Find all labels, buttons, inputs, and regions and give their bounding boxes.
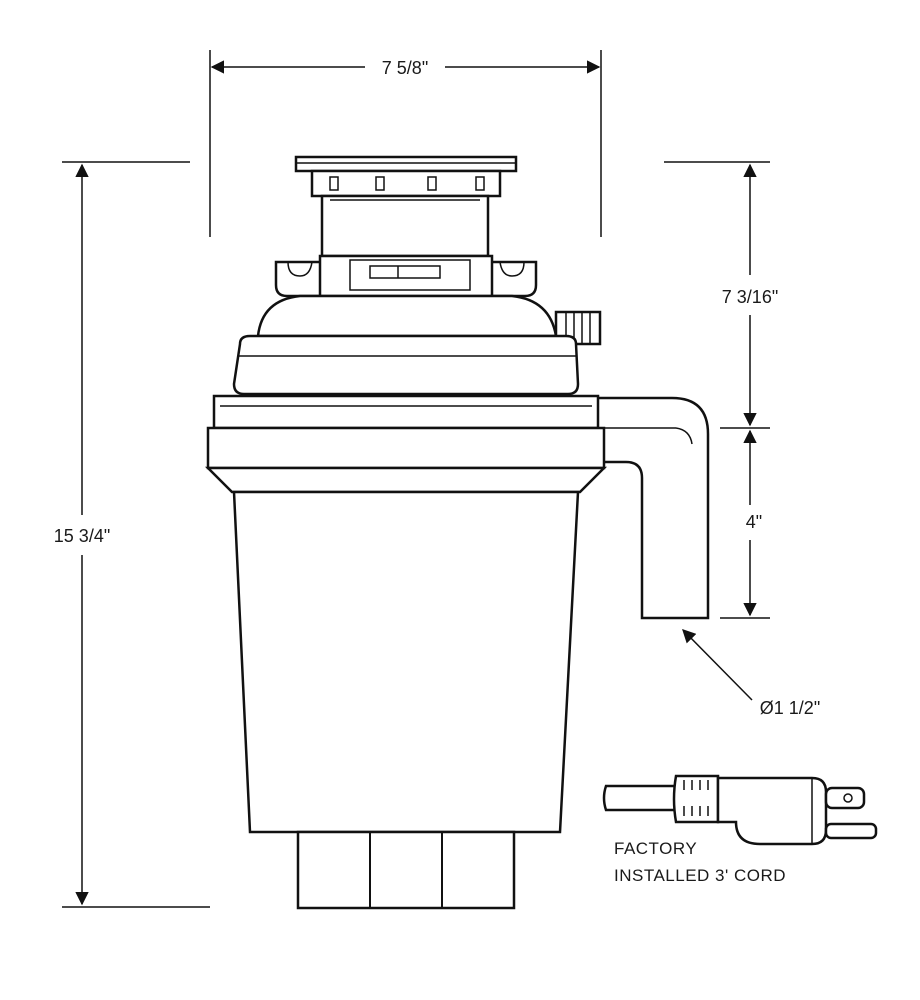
width-label: 7 5/8": [382, 58, 428, 78]
total-height-dimension: 15 3/4": [54, 161, 210, 908]
cord-note-line2: INSTALLED 3' CORD: [614, 866, 786, 885]
cord-note-line1: FACTORY: [614, 839, 697, 858]
disposer-unit: [204, 155, 710, 910]
outlet-diameter-label: Ø1 1/2": [760, 698, 820, 718]
cord-note: FACTORY INSTALLED 3' CORD: [614, 839, 786, 885]
top-to-outlet-label: 7 3/16": [722, 287, 778, 307]
width-dimension: 7 5/8": [209, 50, 602, 237]
outlet-drop-label: 4": [746, 512, 762, 532]
power-cord-icon: [602, 774, 878, 846]
right-dimensions: 7 3/16" 4": [664, 161, 778, 619]
total-height-label: 15 3/4": [54, 526, 110, 546]
outlet-diameter-callout: Ø1 1/2": [682, 629, 820, 718]
